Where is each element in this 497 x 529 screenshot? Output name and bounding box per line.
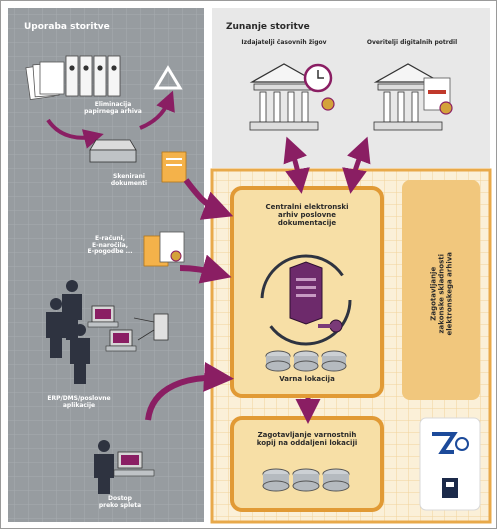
disk-icon — [265, 350, 347, 372]
legal-band — [402, 180, 480, 400]
elimination-label: Eliminacija papirnega arhiva — [84, 101, 142, 115]
person-icon — [94, 440, 114, 494]
building-icon — [249, 63, 319, 131]
scanned-label: Skenirani dokumenti — [110, 173, 148, 187]
computer-icon — [87, 305, 169, 352]
person-icon — [46, 280, 90, 384]
backup-label: Zagotavljanje varnostnih kopij na oddalj… — [256, 431, 358, 447]
certificate-label: Overitelji digitalnih potrdil — [366, 39, 458, 46]
key-icon — [318, 319, 343, 333]
central-archive-label: Centralni elektronski arhiv poslovne dok… — [265, 203, 349, 227]
computer-icon — [113, 451, 155, 477]
edocs-label: E-računi, E-naročila, E-pogodbe ... — [87, 235, 133, 256]
erp-label: ERP/DMS/poslovne aplikacije — [47, 395, 111, 409]
disk-icon — [262, 468, 350, 492]
logo-icon — [432, 432, 469, 498]
scanner-icon — [89, 139, 137, 163]
recycle-icon — [153, 65, 183, 90]
clock-icon — [303, 63, 333, 93]
seal-icon — [321, 97, 335, 111]
server-icon — [289, 261, 323, 325]
document-icon — [143, 231, 185, 267]
right-section-title: Zunanje storitve — [226, 22, 310, 32]
web-access-label: Dostop preko spleta — [98, 495, 142, 509]
binder-icon — [65, 55, 121, 97]
legal-compliance-label: Zagotavljanje zakonske skladnosti elektr… — [429, 251, 453, 336]
secure-location-label: Varna lokacija — [279, 375, 335, 383]
logo-box — [419, 417, 481, 511]
document-icon — [161, 151, 187, 183]
seal-icon — [439, 101, 453, 115]
timestamp-label: Izdajatelji časovnih žigov — [241, 39, 327, 46]
left-section-title: Uporaba storitve — [24, 22, 110, 32]
paper-stack-icon — [25, 61, 65, 100]
